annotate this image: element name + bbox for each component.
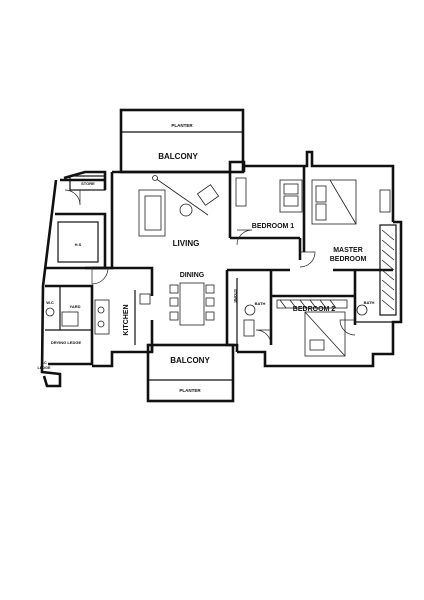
drying-ledge-label: DRYING LEDGE (51, 340, 82, 345)
master-label-line2: BEDROOM (330, 256, 367, 263)
outer-walls (40, 108, 403, 403)
store-top-label: STORE (81, 181, 95, 186)
door-swings (64, 189, 356, 346)
store-mid-label: STORE (233, 289, 238, 303)
ac-label-line2: LEDGE (37, 366, 51, 370)
wc-label: W.C (46, 300, 54, 305)
bedroom2-furniture (276, 299, 348, 357)
planter-top-label: PLANTER (171, 123, 193, 128)
bath2-label: BATH (364, 300, 375, 305)
bedroom2-wardrobe-hatch (279, 299, 337, 309)
bath1-label: BATH (255, 301, 266, 306)
bedroom1-label: BEDROOM 1 (252, 223, 295, 230)
master-label-line1: MASTER (333, 247, 363, 254)
room-labels: PLANTER BALCONY STORE LIVING BEDROOM 1 M… (37, 123, 374, 393)
living-furniture (138, 175, 220, 237)
bedroom1-furniture (235, 177, 303, 213)
hs-label: H.S (75, 242, 82, 247)
wardrobe-hatch (381, 229, 395, 311)
kitchen-furniture (45, 293, 151, 335)
dining-label: DINING (180, 272, 205, 279)
kitchen-label: KITCHEN (123, 304, 130, 335)
bedroom2-label: BEDROOM 2 (293, 306, 336, 313)
dining-furniture (169, 282, 215, 326)
planter-bottom-label: PLANTER (179, 388, 201, 393)
yard-label: YARD (70, 304, 81, 309)
balcony-top-label: BALCONY (158, 152, 198, 161)
balcony-bottom-label: BALCONY (170, 356, 210, 365)
master-furniture (311, 179, 395, 311)
ac-label-line1: AC (41, 361, 47, 365)
living-label: LIVING (173, 239, 200, 248)
bath-fixtures (243, 304, 368, 337)
